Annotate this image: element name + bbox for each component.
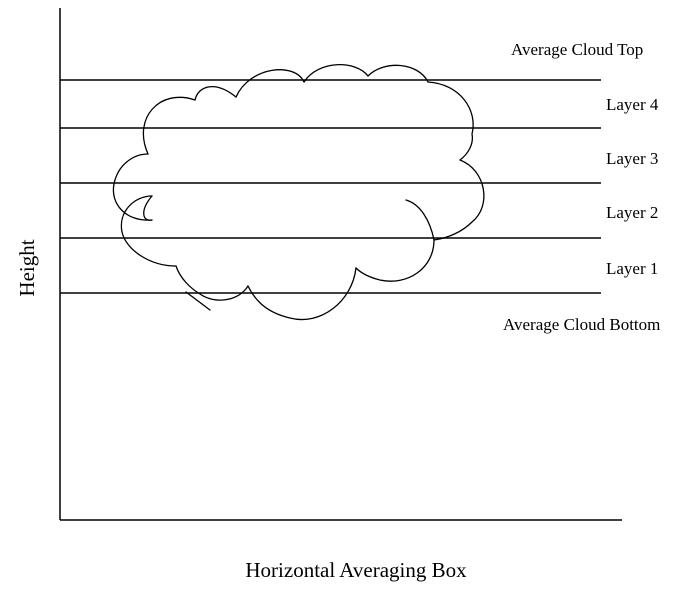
cloud-shape	[112, 64, 485, 321]
layer-2-label: Layer 2	[606, 203, 658, 222]
layer-4-label: Layer 4	[606, 95, 659, 114]
y-axis-label: Height	[15, 239, 39, 296]
cloud-top-label: Average Cloud Top	[511, 40, 643, 59]
x-axis-label: Horizontal Averaging Box	[245, 558, 467, 582]
layer-3-label: Layer 3	[606, 149, 658, 168]
layer-1-label: Layer 1	[606, 259, 658, 278]
cloud-bottom-label: Average Cloud Bottom	[503, 315, 660, 334]
